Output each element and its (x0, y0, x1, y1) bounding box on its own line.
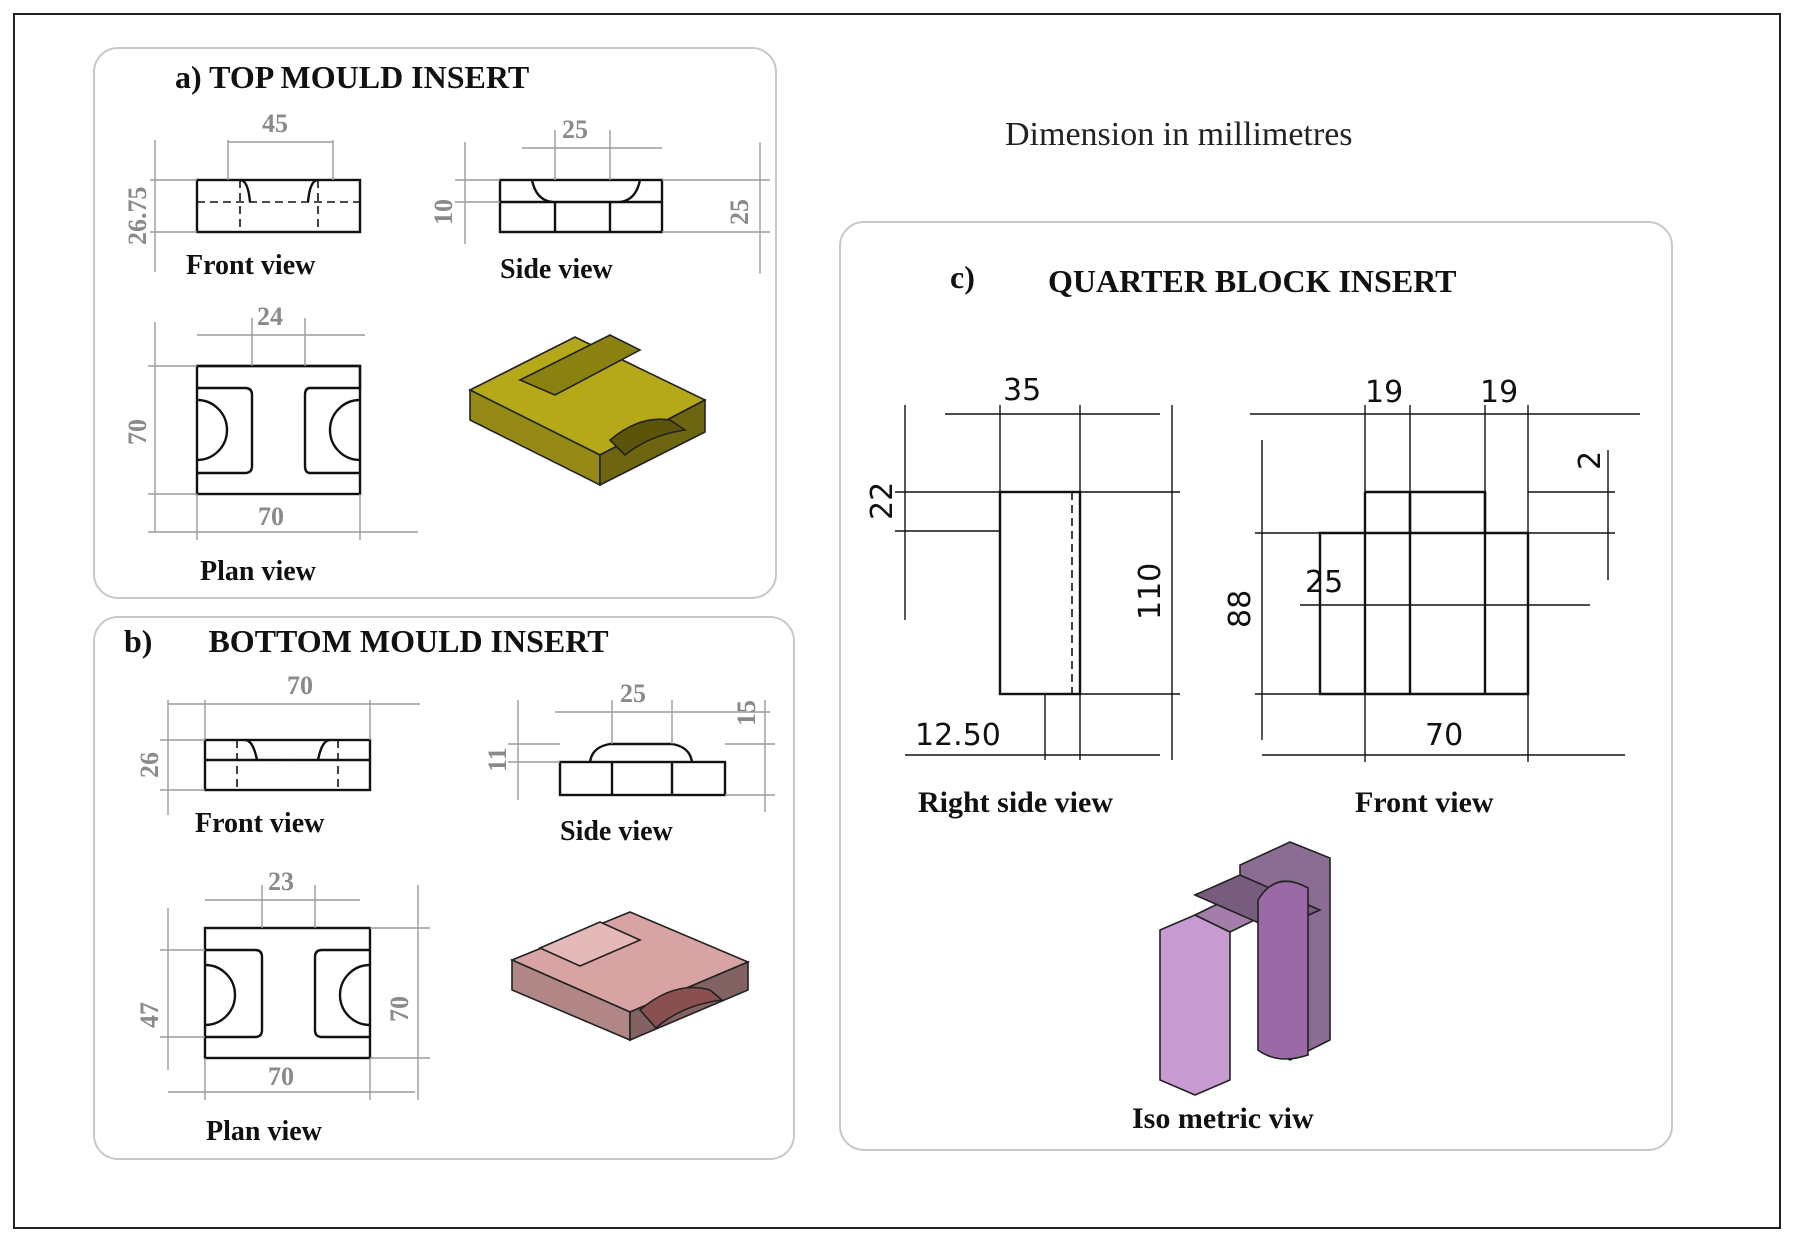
panel-c-isometric-model (1159, 841, 1331, 1096)
panel-a-side-view: 25 10 25 Side view (429, 115, 770, 285)
panel-bottom-mould-insert: b) BOTTOM MOULD INSERT 70 26 Front view (93, 616, 795, 1160)
panel-b-side-dim-left: 11 (483, 747, 512, 772)
panel-c-right-side-view: 35 22 110 12.50 Right side view (865, 373, 1180, 819)
panel-c-front-dim-inner: 25 (1305, 565, 1343, 600)
panel-c-right-dim-bottom: 12.50 (915, 718, 1001, 753)
panel-quarter-block-insert: c) QUARTER BLOCK INSERT 35 22 110 12.50 … (839, 221, 1673, 1151)
panel-b-title: b) BOTTOM MOULD INSERT (124, 623, 609, 659)
panel-a-plan-view-label: Plan view (200, 556, 317, 587)
outer-frame (13, 13, 1781, 1229)
panel-c-right-dim-top: 35 (1003, 373, 1041, 408)
panel-c-title-prefix: c) (950, 259, 975, 295)
panel-a-isometric-model (468, 334, 707, 487)
panel-a-plan-dim-left: 70 (123, 419, 152, 445)
panel-c-frame (839, 221, 1673, 1151)
panel-b-front-view-label: Front view (195, 808, 325, 839)
panel-b-side-dim-right: 15 (732, 700, 761, 726)
units-note: Dimension in millimetres (1005, 116, 1353, 153)
panel-b-side-view: 25 15 11 Side view (483, 679, 775, 847)
panel-c-front-dim-left: 88 (1223, 590, 1258, 628)
panel-a-side-dim-left: 10 (429, 199, 458, 225)
panel-c-front-view-label: Front view (1355, 786, 1494, 819)
panel-a-front-dim-height: 26.75 (123, 187, 152, 246)
panel-a-front-view-label: Front view (186, 250, 316, 281)
panel-b-front-dim-width: 70 (287, 671, 313, 700)
panel-a-front-view: 45 26.75 Front view (123, 109, 362, 281)
panel-b-plan-dim-left: 47 (135, 1002, 164, 1028)
panel-c-front-dim-top-right: 19 (1480, 375, 1518, 410)
panel-a-side-dim-width: 25 (562, 115, 588, 144)
panel-c-right-side-view-label: Right side view (918, 786, 1113, 819)
panel-a-plan-view: 24 70 70 Plan view (123, 302, 418, 587)
panel-c-right-dim-height: 110 (1133, 563, 1168, 620)
panel-b-isometric-model (509, 911, 751, 1042)
panel-b-plan-dim-top: 23 (268, 867, 294, 896)
panel-a-side-dim-right: 25 (725, 199, 754, 225)
panel-a-plan-dim-bottom: 70 (258, 502, 284, 531)
panel-a-plan-dim-top: 24 (257, 302, 283, 331)
panel-c-front-dim-right: 2 (1573, 451, 1608, 470)
panel-b-frame (93, 616, 795, 1160)
panel-b-front-view: 70 26 Front view (135, 671, 420, 839)
panel-c-front-dim-top-left: 19 (1365, 375, 1403, 410)
panel-b-plan-dim-bottom: 70 (268, 1062, 294, 1091)
panel-a-title: a) TOP MOULD INSERT (175, 59, 529, 95)
panel-b-plan-view-label: Plan view (206, 1116, 323, 1147)
panel-a-front-dim-width: 45 (262, 109, 288, 138)
panel-c-right-dim-upper: 22 (865, 482, 900, 520)
panel-b-plan-dim-right: 70 (385, 996, 414, 1022)
panel-b-front-dim-height: 26 (135, 752, 164, 778)
panel-b-side-dim-width: 25 (620, 679, 646, 708)
panel-c-front-view: 19 19 2 25 88 70 Front view (1223, 375, 1640, 819)
panel-top-mould-insert: a) TOP MOULD INSERT 45 26.75 Front view (93, 47, 777, 599)
panel-b-side-view-label: Side view (560, 816, 674, 847)
panel-a-side-view-label: Side view (500, 254, 614, 285)
panel-c-front-dim-bottom: 70 (1425, 718, 1463, 753)
panel-c-title: QUARTER BLOCK INSERT (1048, 263, 1457, 299)
panel-c-isometric-label: Iso metric viw (1132, 1102, 1314, 1135)
panel-b-plan-view: 23 47 70 70 Plan view (135, 867, 430, 1147)
